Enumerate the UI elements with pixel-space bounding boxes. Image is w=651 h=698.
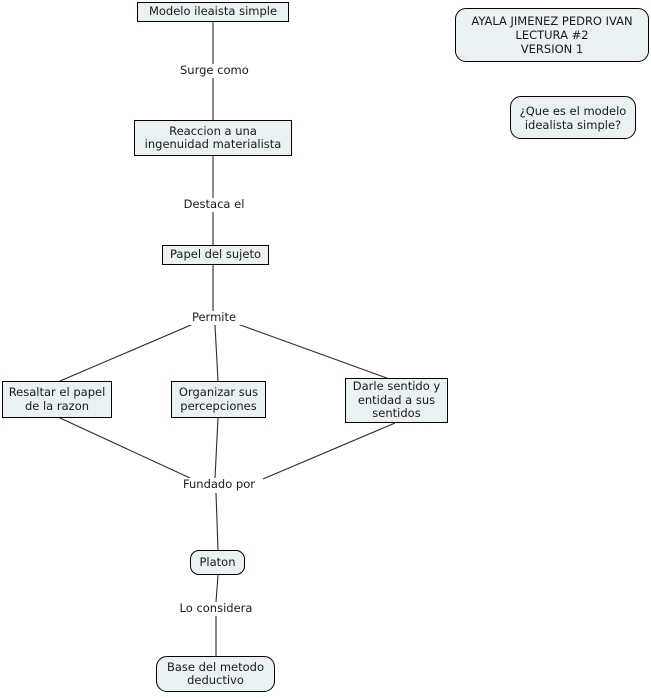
node-modelo-ileaista-simple[interactable]: Modelo ileaista simple	[137, 2, 289, 22]
node-base-metodo-deductivo[interactable]: Base del metodo deductivo	[156, 656, 275, 692]
edge-permite-razon	[59, 321, 199, 382]
link-label-lo-considera: Lo considera	[176, 601, 256, 616]
edge-sentidos-fundado	[262, 422, 396, 480]
node-papel-del-sujeto[interactable]: Papel del sujeto	[162, 245, 269, 265]
link-label-destaca-el: Destaca el	[179, 197, 249, 212]
edge-percepciones-fundado	[214, 417, 219, 479]
node-organizar-percepciones[interactable]: Organizar sus percepciones	[171, 381, 266, 418]
link-label-permite: Permite	[186, 310, 242, 325]
node-reaccion-ingenuidad-materialista[interactable]: Reaccion a una ingenuidad materialista	[134, 120, 292, 156]
edge-fundado-platon	[215, 492, 219, 551]
edge-platon-considera	[215, 574, 219, 603]
link-label-surge-como: Surge como	[177, 63, 249, 78]
node-resaltar-papel-razon[interactable]: Resaltar el papel de la razon	[2, 381, 112, 418]
author-info-box: AYALA JIMENEZ PEDRO IVAN LECTURA #2 VERS…	[455, 8, 649, 62]
edge-permite-sentidos	[231, 321, 396, 382]
focus-question-box: ¿Que es el modelo idealista simple?	[510, 96, 636, 139]
node-darle-sentido-entidad-sentidos[interactable]: Darle sentido y entidad a sus sentidos	[345, 378, 448, 423]
edge-razon-fundado	[59, 417, 191, 479]
node-platon[interactable]: Platon	[190, 550, 245, 575]
edge-permite-percepciones	[214, 324, 219, 382]
link-label-fundado-por: Fundado por	[180, 477, 256, 492]
